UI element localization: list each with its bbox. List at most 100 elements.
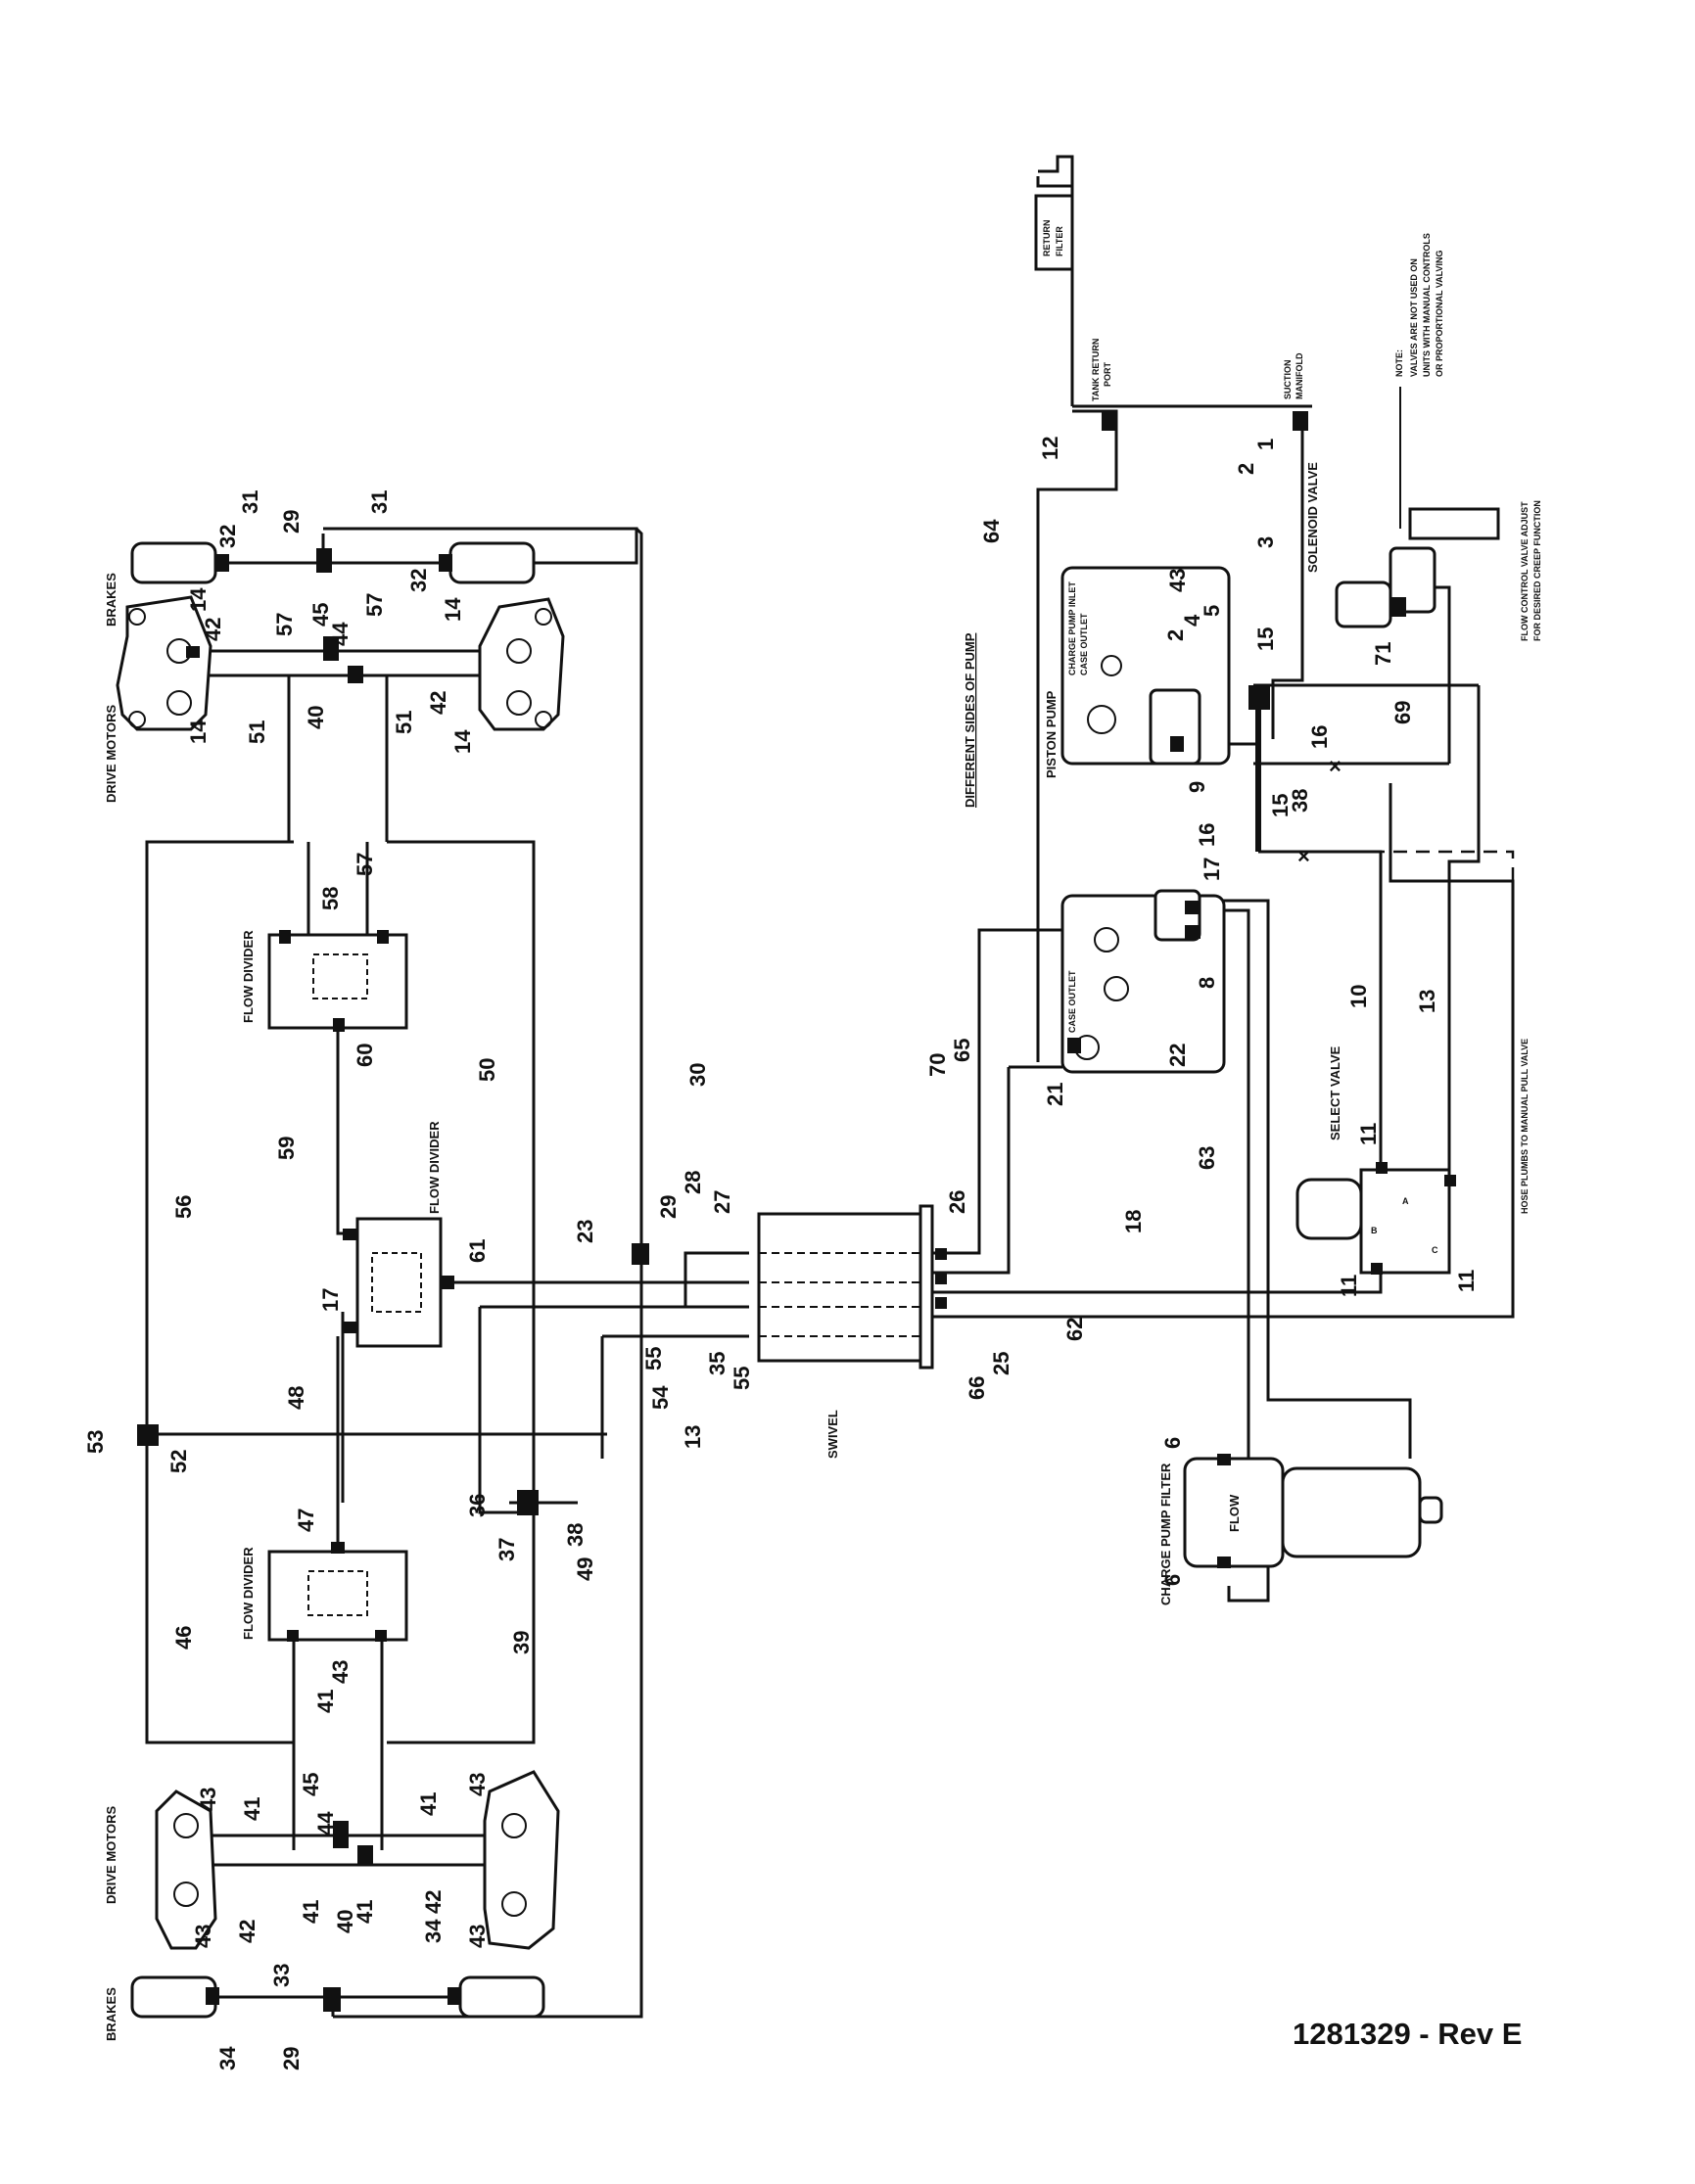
callout-14: 14 (450, 729, 475, 754)
note-line-2: UNITS WITH MANUAL CONTROLS (1422, 233, 1432, 377)
flow-divider-label-center: FLOW DIVIDER (427, 1121, 442, 1214)
callout-17: 17 (318, 1288, 343, 1312)
note-line-3: OR PROPORTIONAL VALVING (1435, 250, 1444, 377)
callout-51: 51 (245, 720, 269, 744)
callout-43: 43 (465, 1773, 490, 1796)
callout-38: 38 (563, 1523, 588, 1547)
callout-44: 44 (328, 622, 353, 646)
callout-34: 34 (421, 1919, 446, 1943)
callout-41: 41 (240, 1797, 264, 1821)
charge-pump-upper (1060, 566, 1231, 766)
port-a-label: A (1402, 1196, 1409, 1206)
drive-motor-bottom-right (483, 1770, 560, 1950)
return-filter (1034, 155, 1074, 271)
callout-54: 54 (648, 1385, 673, 1410)
callout-37: 37 (494, 1538, 519, 1561)
callout-12: 12 (1038, 437, 1062, 460)
callout-14: 14 (441, 597, 465, 622)
callout-23: 23 (573, 1220, 597, 1243)
callout-31: 31 (238, 490, 262, 514)
suction-label-1: SUCTION (1283, 360, 1293, 400)
callout-45: 45 (308, 603, 333, 627)
callout-46: 46 (171, 1626, 196, 1650)
callout-65: 65 (950, 1039, 974, 1062)
piston-pump-label: PISTON PUMP (1044, 690, 1059, 778)
callout-58: 58 (318, 887, 343, 910)
flow-control-note-1: FLOW CONTROL VALVE ADJUST (1520, 501, 1530, 641)
callout-5: 5 (1200, 605, 1224, 617)
callout-13: 13 (681, 1425, 705, 1449)
fittings (137, 411, 1456, 2012)
callout-16: 16 (1195, 823, 1219, 847)
callout-39: 39 (509, 1631, 534, 1654)
charge-pump-inlet-label: CHARGE PUMP INLET (1067, 581, 1077, 675)
port-b-label: B (1371, 1226, 1378, 1235)
note-line-1: VALVES ARE NOT USED ON (1409, 258, 1419, 377)
callout-69: 69 (1390, 701, 1415, 724)
callout-43: 43 (1165, 569, 1190, 592)
callout-11: 11 (1337, 1275, 1361, 1297)
callout-16: 16 (1307, 725, 1332, 749)
return-filter-label-2: FILTER (1055, 226, 1064, 256)
callout-52: 52 (166, 1450, 191, 1473)
brake-cylinder-bottom-right (458, 1975, 545, 2019)
callout-43: 43 (328, 1660, 353, 1684)
callout-17: 17 (1200, 858, 1224, 881)
callout-56: 56 (171, 1195, 196, 1219)
callout-43: 43 (196, 1788, 220, 1811)
callout-42: 42 (421, 1890, 446, 1914)
brake-cylinder-top-right (448, 541, 536, 584)
callout-8: 8 (1195, 977, 1219, 989)
drive-motors-label-bottom: DRIVE MOTORS (104, 1806, 118, 1904)
callout-41: 41 (416, 1792, 441, 1816)
callout-41: 41 (313, 1690, 338, 1713)
callout-15: 15 (1268, 794, 1293, 817)
select-valve-label: SELECT VALVE (1328, 1046, 1342, 1140)
callout-13: 13 (1415, 990, 1439, 1013)
callout-45: 45 (299, 1773, 323, 1796)
callout-40: 40 (333, 1910, 357, 1933)
charge-pump-filter-label: CHARGE PUMP FILTER (1158, 1463, 1173, 1605)
drive-motor-top-right (478, 597, 565, 731)
brakes-label-bottom: BRAKES (104, 1987, 118, 2041)
callout-25: 25 (989, 1352, 1013, 1375)
callout-31: 31 (367, 490, 392, 514)
plug-x-markers: × × (1297, 754, 1342, 868)
callout-42: 42 (201, 618, 225, 641)
callout-48: 48 (284, 1386, 308, 1410)
flow-control-note-2: FOR DESIRED CREEP FUNCTION (1532, 500, 1542, 641)
callout-43: 43 (465, 1925, 490, 1948)
callout-32: 32 (406, 569, 431, 592)
callout-32: 32 (215, 525, 240, 548)
callout-36: 36 (465, 1494, 490, 1517)
tank-return-label-1: TANK RETURN (1091, 339, 1101, 401)
callout-42: 42 (235, 1920, 259, 1943)
callout-49: 49 (573, 1557, 597, 1581)
callout-34: 34 (215, 2046, 240, 2070)
callout-50: 50 (475, 1058, 499, 1082)
callout-30: 30 (685, 1063, 710, 1087)
callout-26: 26 (945, 1190, 969, 1214)
callout-9: 9 (1185, 781, 1209, 793)
callout-28: 28 (681, 1171, 705, 1194)
different-sides-label: DIFFERENT SIDES OF PUMP (963, 632, 977, 808)
flow-divider-label-top: FLOW DIVIDER (241, 930, 256, 1023)
callout-3: 3 (1253, 536, 1278, 548)
swivel (757, 1204, 934, 1370)
suction-label-2: MANIFOLD (1295, 352, 1304, 399)
callout-35: 35 (705, 1352, 730, 1375)
flow-label: FLOW (1227, 1494, 1242, 1532)
callout-4: 4 (1180, 614, 1204, 627)
callout-6: 6 (1160, 1437, 1185, 1449)
brake-cylinder-bottom-left (130, 1975, 217, 2019)
callout-61: 61 (465, 1239, 490, 1263)
flow-divider-bottom (267, 1550, 408, 1642)
callout-40: 40 (304, 706, 328, 729)
callout-71: 71 (1371, 642, 1395, 666)
callout-1: 1 (1253, 439, 1278, 450)
swivel-label: SWIVEL (825, 1410, 840, 1459)
select-valve (1295, 1168, 1451, 1275)
drive-motor-bottom-left (155, 1789, 217, 1950)
callout-14: 14 (186, 720, 211, 744)
